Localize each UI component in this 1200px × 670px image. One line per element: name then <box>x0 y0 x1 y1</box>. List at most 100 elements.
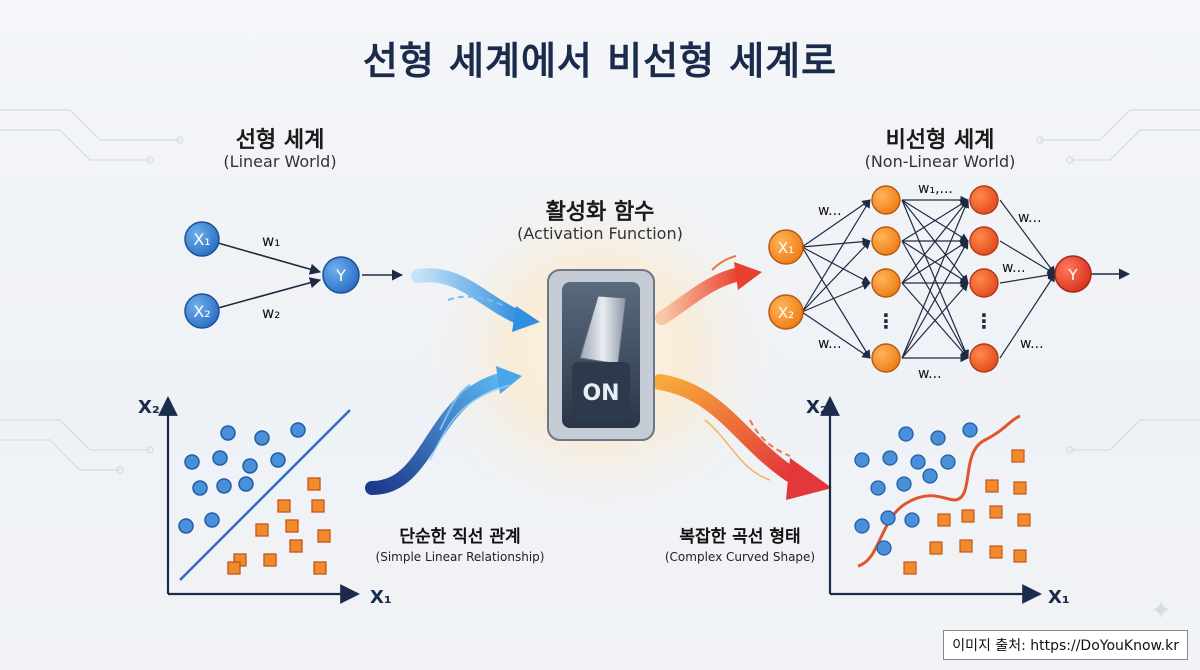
linear-scatter-plot: X₁ X₂ <box>138 396 392 608</box>
circuit-traces-left <box>0 109 184 474</box>
linear-section-title: 선형 세계 <box>235 128 325 153</box>
network-edge <box>999 199 1056 275</box>
page-title: 선형 세계에서 비선형 세계로 <box>362 39 838 83</box>
class-a-point <box>270 452 286 468</box>
nonlinear-y-axis-label: X₂ <box>806 397 828 418</box>
output-node <box>1054 255 1092 293</box>
nonlinear-decision-curve <box>857 414 1021 568</box>
class-b-point <box>985 479 999 493</box>
linear-x-axis-label: X₁ <box>370 587 392 608</box>
nonlinear-weight-label-3: w... <box>1018 210 1042 226</box>
class-b-point <box>1011 449 1025 463</box>
hidden-node <box>871 226 901 256</box>
class-a-point <box>940 454 956 470</box>
class-a-point <box>854 452 870 468</box>
nonlinear-weight-label-7: w... <box>918 366 942 382</box>
switch-on-label: ON <box>582 381 619 406</box>
nonlinear-input-label-x2: X₂ <box>778 304 794 322</box>
network-edge <box>801 237 871 248</box>
hidden-node <box>969 185 999 215</box>
nonlinear-weight-label-1: w... <box>818 203 842 219</box>
class-b-point <box>313 561 327 575</box>
network-edge <box>801 311 871 359</box>
activation-subtitle: (Activation Function) <box>517 224 683 243</box>
class-b-point <box>289 539 303 553</box>
nonlinear-caption: 복잡한 곡선 형태 <box>679 527 801 547</box>
linear-network: X₁ X₂ Y w₁ w₂ <box>184 221 404 329</box>
linear-input-label-x1: X₁ <box>193 230 210 249</box>
class-a-point <box>896 476 912 492</box>
input-flow-arrows <box>365 268 540 495</box>
class-b-point <box>311 499 325 513</box>
nonlinear-section-subtitle: (Non-Linear World) <box>864 152 1016 171</box>
class-a-point <box>242 458 258 474</box>
network-edge <box>901 199 969 242</box>
input-node <box>768 294 804 330</box>
class-a-point <box>178 518 194 534</box>
nonlinear-output-label: Y <box>1067 266 1078 284</box>
class-a-point <box>192 480 208 496</box>
class-b-point <box>929 541 943 555</box>
linear-output-label: Y <box>335 266 346 285</box>
class-b-point <box>961 509 975 523</box>
circuit-traces-right <box>1036 109 1200 454</box>
linear-decision-line <box>179 409 351 581</box>
class-a-point <box>854 518 870 534</box>
linear-weight-w2: w₂ <box>262 304 280 322</box>
network-edge <box>801 246 871 284</box>
hidden-node <box>969 226 999 256</box>
hidden-node <box>871 343 901 373</box>
network-edge <box>901 240 969 284</box>
hidden-node <box>969 268 999 298</box>
class-b-point <box>937 513 951 527</box>
linear-caption: 단순한 직선 관계 <box>399 527 521 547</box>
network-edge <box>801 246 871 359</box>
class-b-point <box>959 539 973 553</box>
image-credit: 이미지 출처: https://DoYouKnow.kr <box>943 630 1188 660</box>
class-b-point <box>227 561 241 575</box>
nonlinear-network-edges <box>801 195 1131 363</box>
linear-caption-sub: (Simple Linear Relationship) <box>375 550 545 564</box>
nonlinear-caption-sub: (Complex Curved Shape) <box>664 550 816 564</box>
network-edge <box>901 199 969 284</box>
network-edge <box>901 240 969 359</box>
network-edge <box>901 199 969 359</box>
class-b-point <box>1017 513 1031 527</box>
hidden-node <box>871 185 901 215</box>
linear-section-subtitle: (Linear World) <box>223 152 337 171</box>
nonlinear-section-title: 비선형 세계 <box>885 128 995 153</box>
nonlinear-weight-label-4: w... <box>1002 260 1026 276</box>
sparkle-icon: ✦ <box>1150 596 1172 626</box>
network-edge <box>801 199 871 313</box>
class-a-point <box>898 426 914 442</box>
network-edge <box>999 240 1056 275</box>
class-a-point <box>254 430 270 446</box>
nonlinear-network-nodes <box>768 185 1092 373</box>
class-b-point <box>989 545 1003 559</box>
nonlinear-weight-label-6: w... <box>1020 336 1044 352</box>
class-a-point <box>220 425 236 441</box>
nonlinear-x-axis-label: X₁ <box>1048 587 1070 608</box>
hidden-node <box>871 268 901 298</box>
nonlinear-network-labels: X₁ X₂ Y w... w₁,... w... w... w... w... … <box>778 181 1079 382</box>
class-a-point <box>922 468 938 484</box>
class-a-point <box>216 478 232 494</box>
class-b-point <box>903 561 917 575</box>
class-b-point <box>307 477 321 491</box>
class-a-point <box>910 454 926 470</box>
network-edge <box>801 240 871 313</box>
class-b-point <box>317 529 331 543</box>
class-a-point <box>238 476 254 492</box>
nonlinear-input-label-x1: X₁ <box>778 239 794 257</box>
activation-switch: ON <box>547 269 655 441</box>
activation-title: 활성화 함수 <box>545 200 655 225</box>
linear-input-label-x2: X₂ <box>193 302 210 321</box>
linear-weight-w1: w₁ <box>262 232 280 250</box>
class-a-point <box>882 450 898 466</box>
class-b-point <box>1013 481 1027 495</box>
class-a-point <box>870 480 886 496</box>
class-b-point <box>277 499 291 513</box>
output-flow-arrows <box>652 255 832 500</box>
class-a-point <box>904 512 920 528</box>
network-edge <box>901 282 969 359</box>
